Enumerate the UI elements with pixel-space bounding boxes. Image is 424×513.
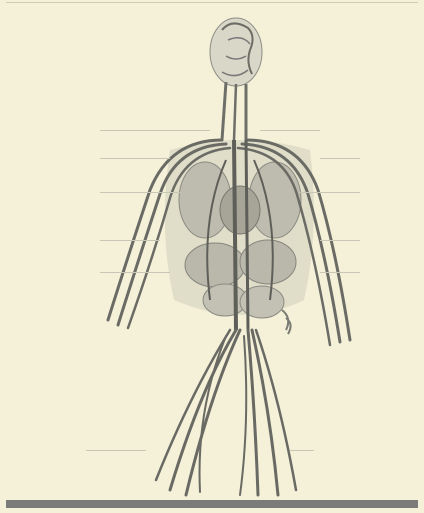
leader-line (320, 272, 360, 273)
head (210, 18, 262, 86)
leader-line (100, 240, 160, 241)
leader-line (100, 130, 210, 131)
leader-line (86, 450, 146, 451)
hand-veins (282, 310, 291, 334)
leader-line (100, 192, 180, 193)
leg-vessels (156, 330, 296, 495)
leader-line (320, 240, 360, 241)
leader-line (290, 450, 314, 451)
bottom-border (6, 500, 418, 508)
neck-vessels (222, 82, 246, 140)
leader-line (260, 130, 320, 131)
leader-line (100, 272, 170, 273)
leader-line (300, 192, 360, 193)
leader-line (100, 158, 170, 159)
leader-line (320, 158, 360, 159)
